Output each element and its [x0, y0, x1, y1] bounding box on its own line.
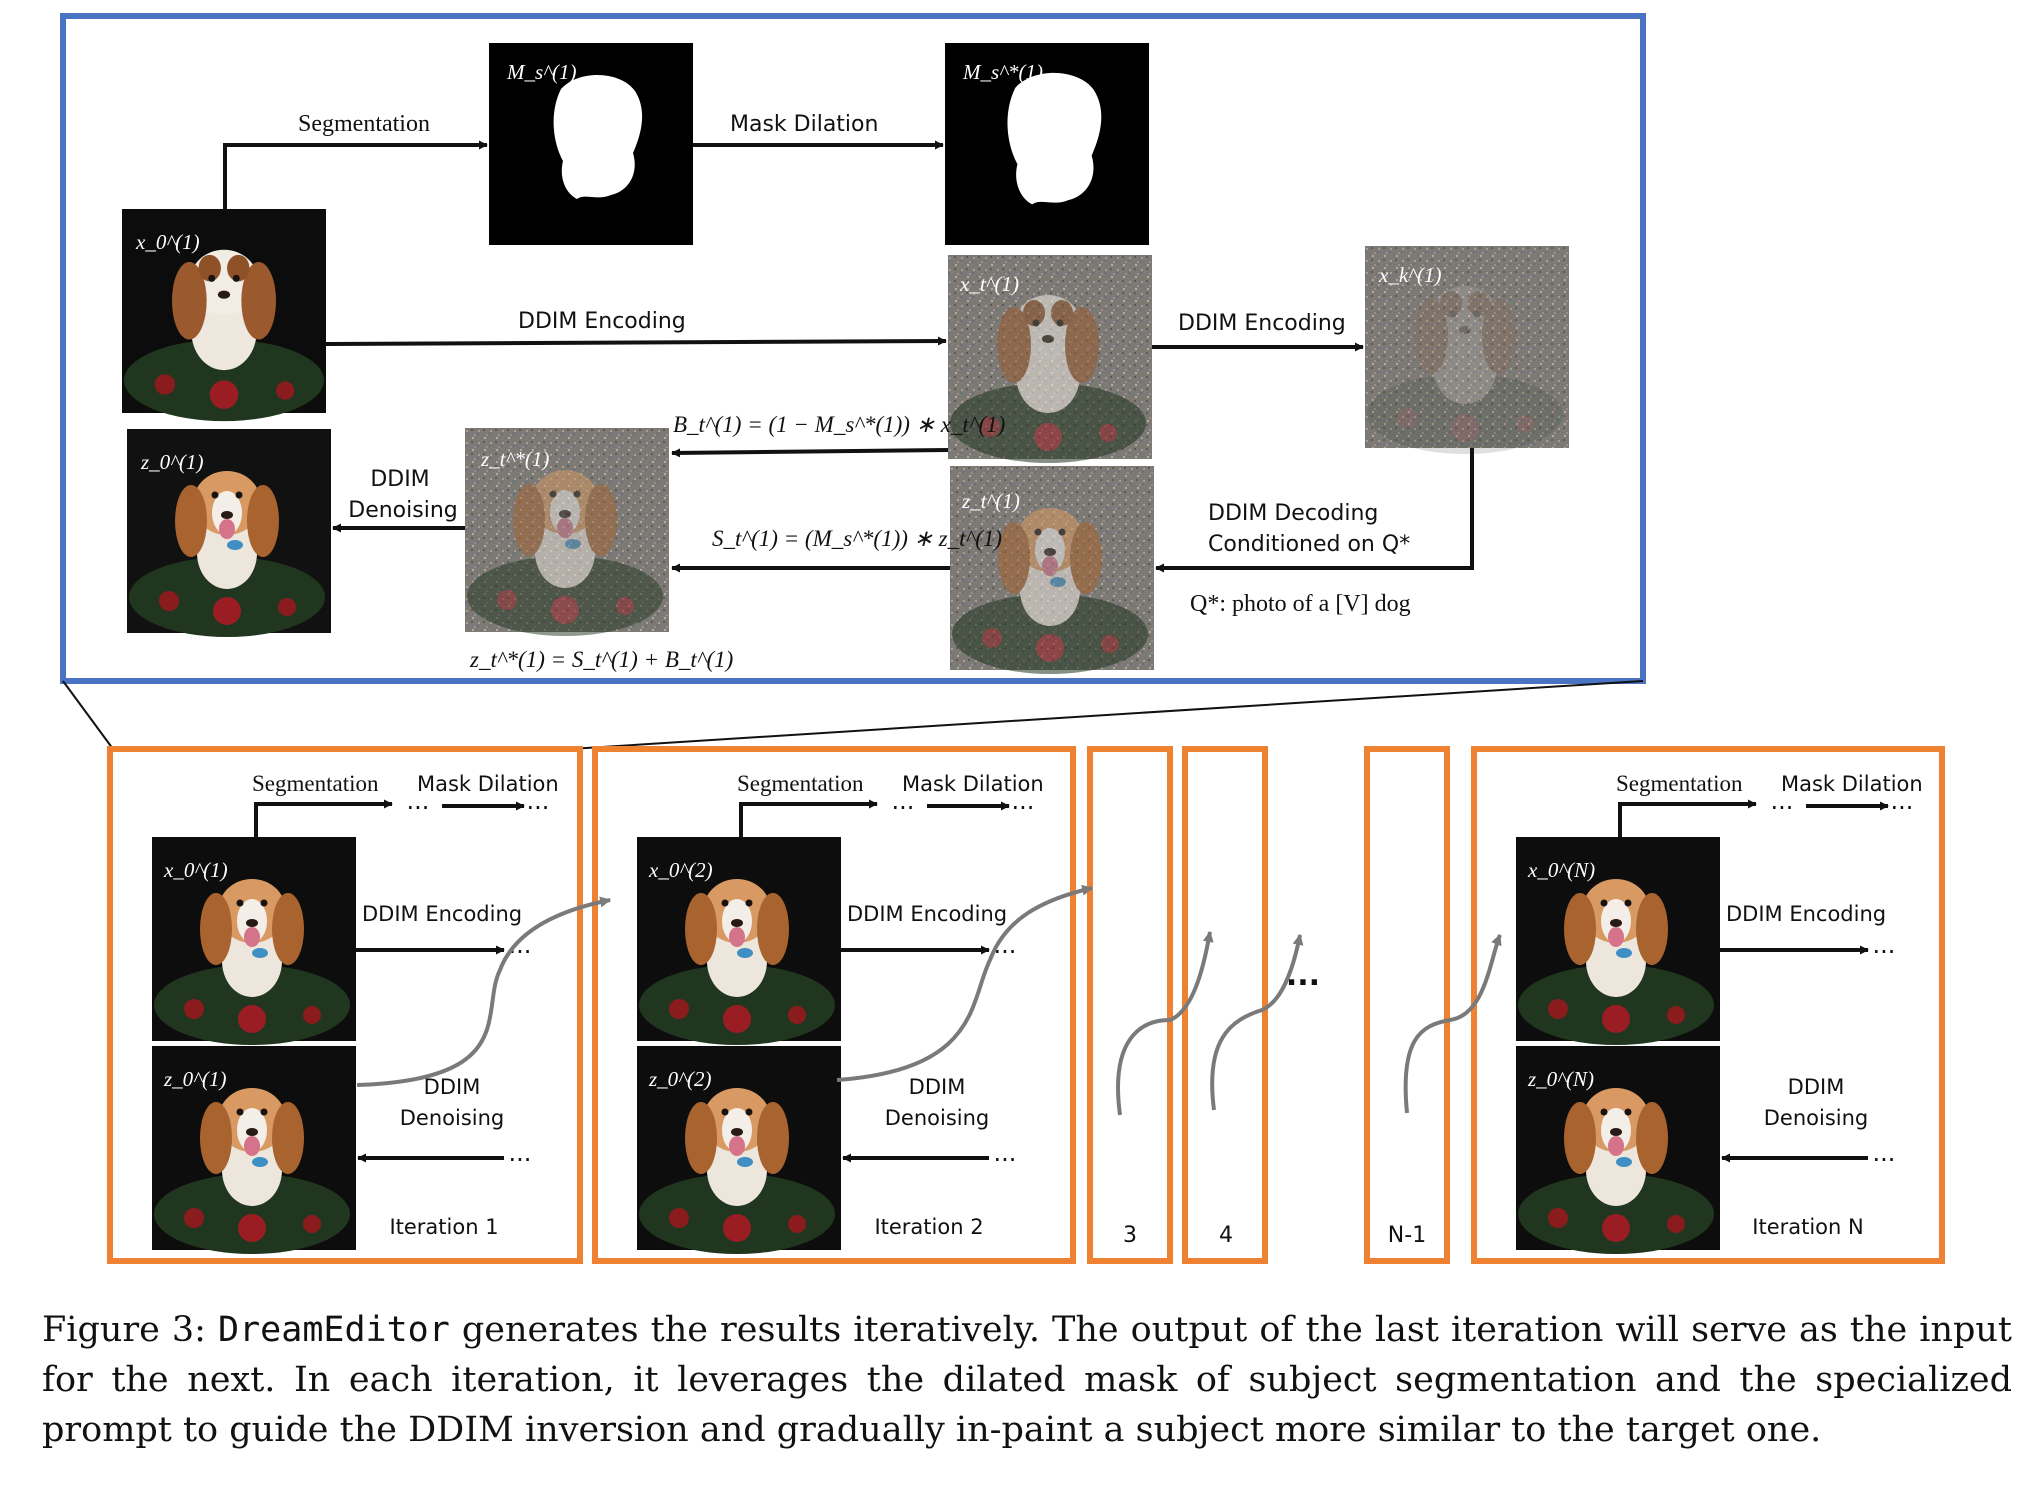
equation-subject: S_t^(1) = (M_s^*(1)) ∗ z_t^(1) [712, 526, 1002, 551]
label-prompt: Q*: photo of a [V] dog [1190, 591, 1411, 617]
image-dilated-mask: M_s^*(1) [945, 43, 1149, 245]
iteration-box-3 [1087, 746, 1173, 1264]
label-ddim-denoising-2: Denoising [348, 498, 457, 523]
label-ddim-denoising-1: DDIM [370, 467, 429, 492]
iteration-label-denoising-2-3: Denoising [1764, 1106, 1869, 1130]
iteration-label-x-1: x_0^(1) [163, 858, 228, 882]
label-ddim-decoding-1: DDIM Decoding [1208, 501, 1378, 526]
curve-n-minus-1-to-n [1403, 933, 1502, 1114]
iteration-ellipsis-2-1: ... [509, 931, 532, 959]
iteration-label-segmentation-1: Segmentation [252, 771, 379, 796]
iteration-box-n-minus-1 [1364, 746, 1450, 1264]
iteration-title-2: Iteration 2 [874, 1215, 983, 1239]
iteration-label-segmentation-2: Segmentation [737, 771, 864, 796]
iteration-label-mask-dilation-2: Mask Dilation [902, 772, 1044, 796]
equation-background: B_t^(1) = (1 − M_s^*(1)) ∗ x_t^(1) [673, 412, 1005, 437]
caption-prefix: Figure 3: [42, 1310, 219, 1350]
caption-method-name: DreamEditor [218, 1310, 450, 1350]
curve-iter4-to-dots [1210, 933, 1304, 1111]
curve-iter1-to-iter2 [356, 896, 612, 1087]
tile-label-z0: z_0^(1) [140, 450, 204, 474]
iteration-label-denoising-1-1: DDIM [424, 1075, 481, 1099]
iteration-ellipsis-3-2: ... [994, 1139, 1017, 1167]
iteration-arrow-seg-3 [1618, 799, 1757, 837]
iteration-box-1 [107, 746, 583, 1264]
equation-sum: z_t^*(1) = S_t^(1) + B_t^(1) [469, 647, 733, 672]
iteration-ellipsis-3-1: ... [509, 1139, 532, 1167]
iteration-image-z-2: z_0^(2) [637, 1046, 841, 1254]
arrow-ddim-encoding-1 [325, 336, 947, 346]
iteration-label-denoising-2-1: Denoising [400, 1106, 505, 1130]
tile-label-xt: x_t^(1) [959, 272, 1019, 296]
iteration-ellipsis-0-1: ... [407, 787, 430, 815]
tile-label-ms-star: M_s^*(1) [962, 60, 1043, 84]
iteration-image-x-1: x_0^(1) [152, 837, 356, 1045]
tile-label-xk: x_k^(1) [1378, 263, 1442, 287]
image-xt: x_t^(1) [948, 255, 1152, 463]
iteration-ellipsis-0-3: ... [1771, 787, 1794, 815]
iteration-ellipsis-0-2: ... [892, 787, 915, 815]
iteration-box-2 [592, 746, 1076, 1264]
iteration-ellipsis-3-3: ... [1873, 1139, 1896, 1167]
label-ddim-decoding-2: Conditioned on Q* [1208, 532, 1410, 557]
iteration-label-3: 3 [1123, 1223, 1137, 1248]
image-xk: x_k^(1) [1365, 246, 1569, 454]
iteration-arrow-seg-2 [739, 799, 878, 837]
figure-caption: Figure 3: DreamEditor generates the resu… [42, 1305, 2012, 1455]
tile-label-ms: M_s^(1) [506, 60, 577, 84]
iteration-label-4: 4 [1219, 1223, 1233, 1248]
zoom-panel [60, 13, 1646, 684]
iteration-label-denoising-1-3: DDIM [1788, 1075, 1845, 1099]
tile-label-zt-star: z_t^*(1) [480, 447, 549, 471]
iteration-ellipsis-1-2: ... [1012, 787, 1035, 815]
iteration-label-z-1: z_0^(1) [163, 1067, 227, 1091]
curve-iter3-to-iter4 [1116, 930, 1214, 1116]
image-x0: x_0^(1) [122, 209, 326, 422]
image-zt: z_t^(1) [950, 466, 1154, 674]
zoom-line-left [62, 680, 114, 750]
iteration-label-encoding-3: DDIM Encoding [1726, 902, 1886, 926]
arrow-background [671, 448, 949, 458]
iteration-arrow-seg-1 [254, 799, 393, 837]
iteration-title-3: Iteration N [1752, 1215, 1863, 1239]
iteration-ellipsis-1-1: ... [527, 787, 550, 815]
iteration-image-x-3: x_0^(N) [1516, 837, 1720, 1045]
curve-iter2-to-iter3 [836, 884, 1094, 1082]
label-segmentation: Segmentation [298, 111, 430, 137]
iteration-label-n-minus-1: N-1 [1388, 1223, 1426, 1248]
iteration-ellipsis-2-3: ... [1873, 931, 1896, 959]
arrow-ddim-decoding [1155, 448, 1474, 573]
iteration-label-x-2: x_0^(2) [648, 858, 713, 882]
label-ddim-encoding-2: DDIM Encoding [1178, 311, 1346, 336]
iteration-label-mask-dilation-3: Mask Dilation [1781, 772, 1923, 796]
iteration-image-x-2: x_0^(2) [637, 837, 841, 1045]
iteration-box-4 [1182, 746, 1268, 1264]
iteration-label-x-3: x_0^(N) [1527, 858, 1595, 882]
image-zt-star: z_t^*(1) [465, 428, 669, 636]
iteration-label-z-2: z_0^(2) [648, 1067, 712, 1091]
iteration-label-mask-dilation-1: Mask Dilation [417, 772, 559, 796]
caption-text: generates the results iteratively. The o… [42, 1310, 2012, 1450]
iteration-label-z-3: z_0^(N) [1527, 1067, 1594, 1091]
iteration-ellipsis-1-3: ... [1891, 787, 1914, 815]
iteration-label-denoising-1-2: DDIM [909, 1075, 966, 1099]
arrow-segmentation [223, 140, 488, 209]
tile-label-x0: x_0^(1) [135, 230, 200, 254]
label-ddim-encoding-1: DDIM Encoding [518, 309, 686, 334]
iteration-label-denoising-2-2: Denoising [885, 1106, 990, 1130]
zoom-line-right [569, 680, 1644, 750]
image-z0: z_0^(1) [127, 429, 331, 637]
image-mask: M_s^(1) [489, 43, 693, 245]
label-mask-dilation: Mask Dilation [730, 112, 878, 137]
iteration-image-z-3: z_0^(N) [1516, 1046, 1720, 1254]
iteration-label-encoding-1: DDIM Encoding [362, 902, 522, 926]
iteration-label-encoding-2: DDIM Encoding [847, 902, 1007, 926]
tile-label-zt: z_t^(1) [961, 489, 1020, 513]
iteration-label-segmentation-3: Segmentation [1616, 771, 1743, 796]
iteration-title-1: Iteration 1 [389, 1215, 498, 1239]
iteration-image-z-1: z_0^(1) [152, 1046, 356, 1254]
